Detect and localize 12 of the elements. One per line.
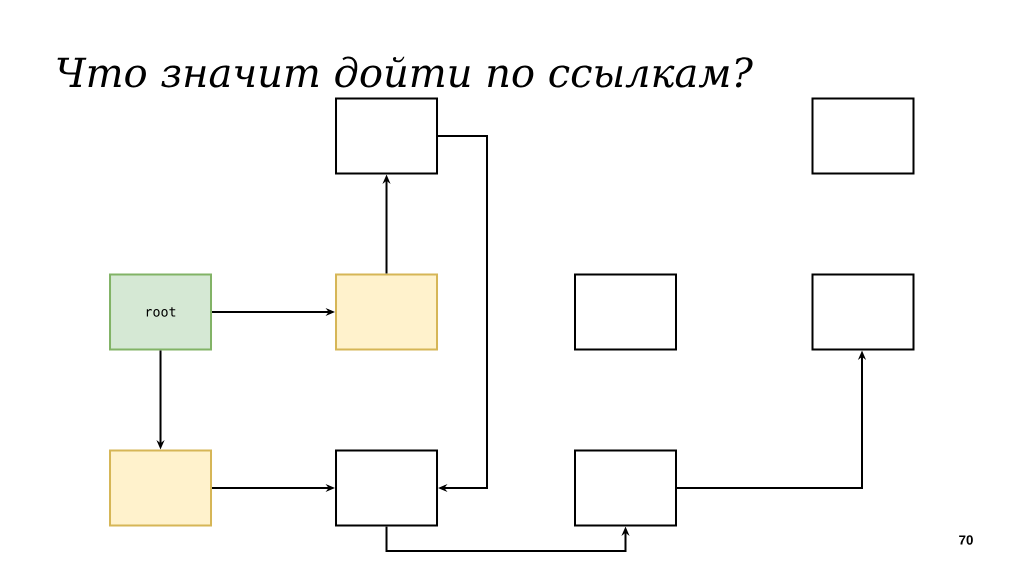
visited-box [109, 449, 212, 527]
slide-title: Что значит дойти по ссылкам? [57, 56, 753, 88]
empty-box [335, 97, 438, 175]
arrow [437, 135, 488, 493]
empty-box [335, 449, 438, 527]
empty-box [811, 97, 915, 175]
empty-box [811, 273, 915, 351]
root-box: root [109, 273, 212, 351]
empty-box [574, 273, 677, 351]
page-number: 70 [959, 535, 973, 545]
visited-box [335, 273, 438, 351]
empty-box [574, 449, 677, 527]
